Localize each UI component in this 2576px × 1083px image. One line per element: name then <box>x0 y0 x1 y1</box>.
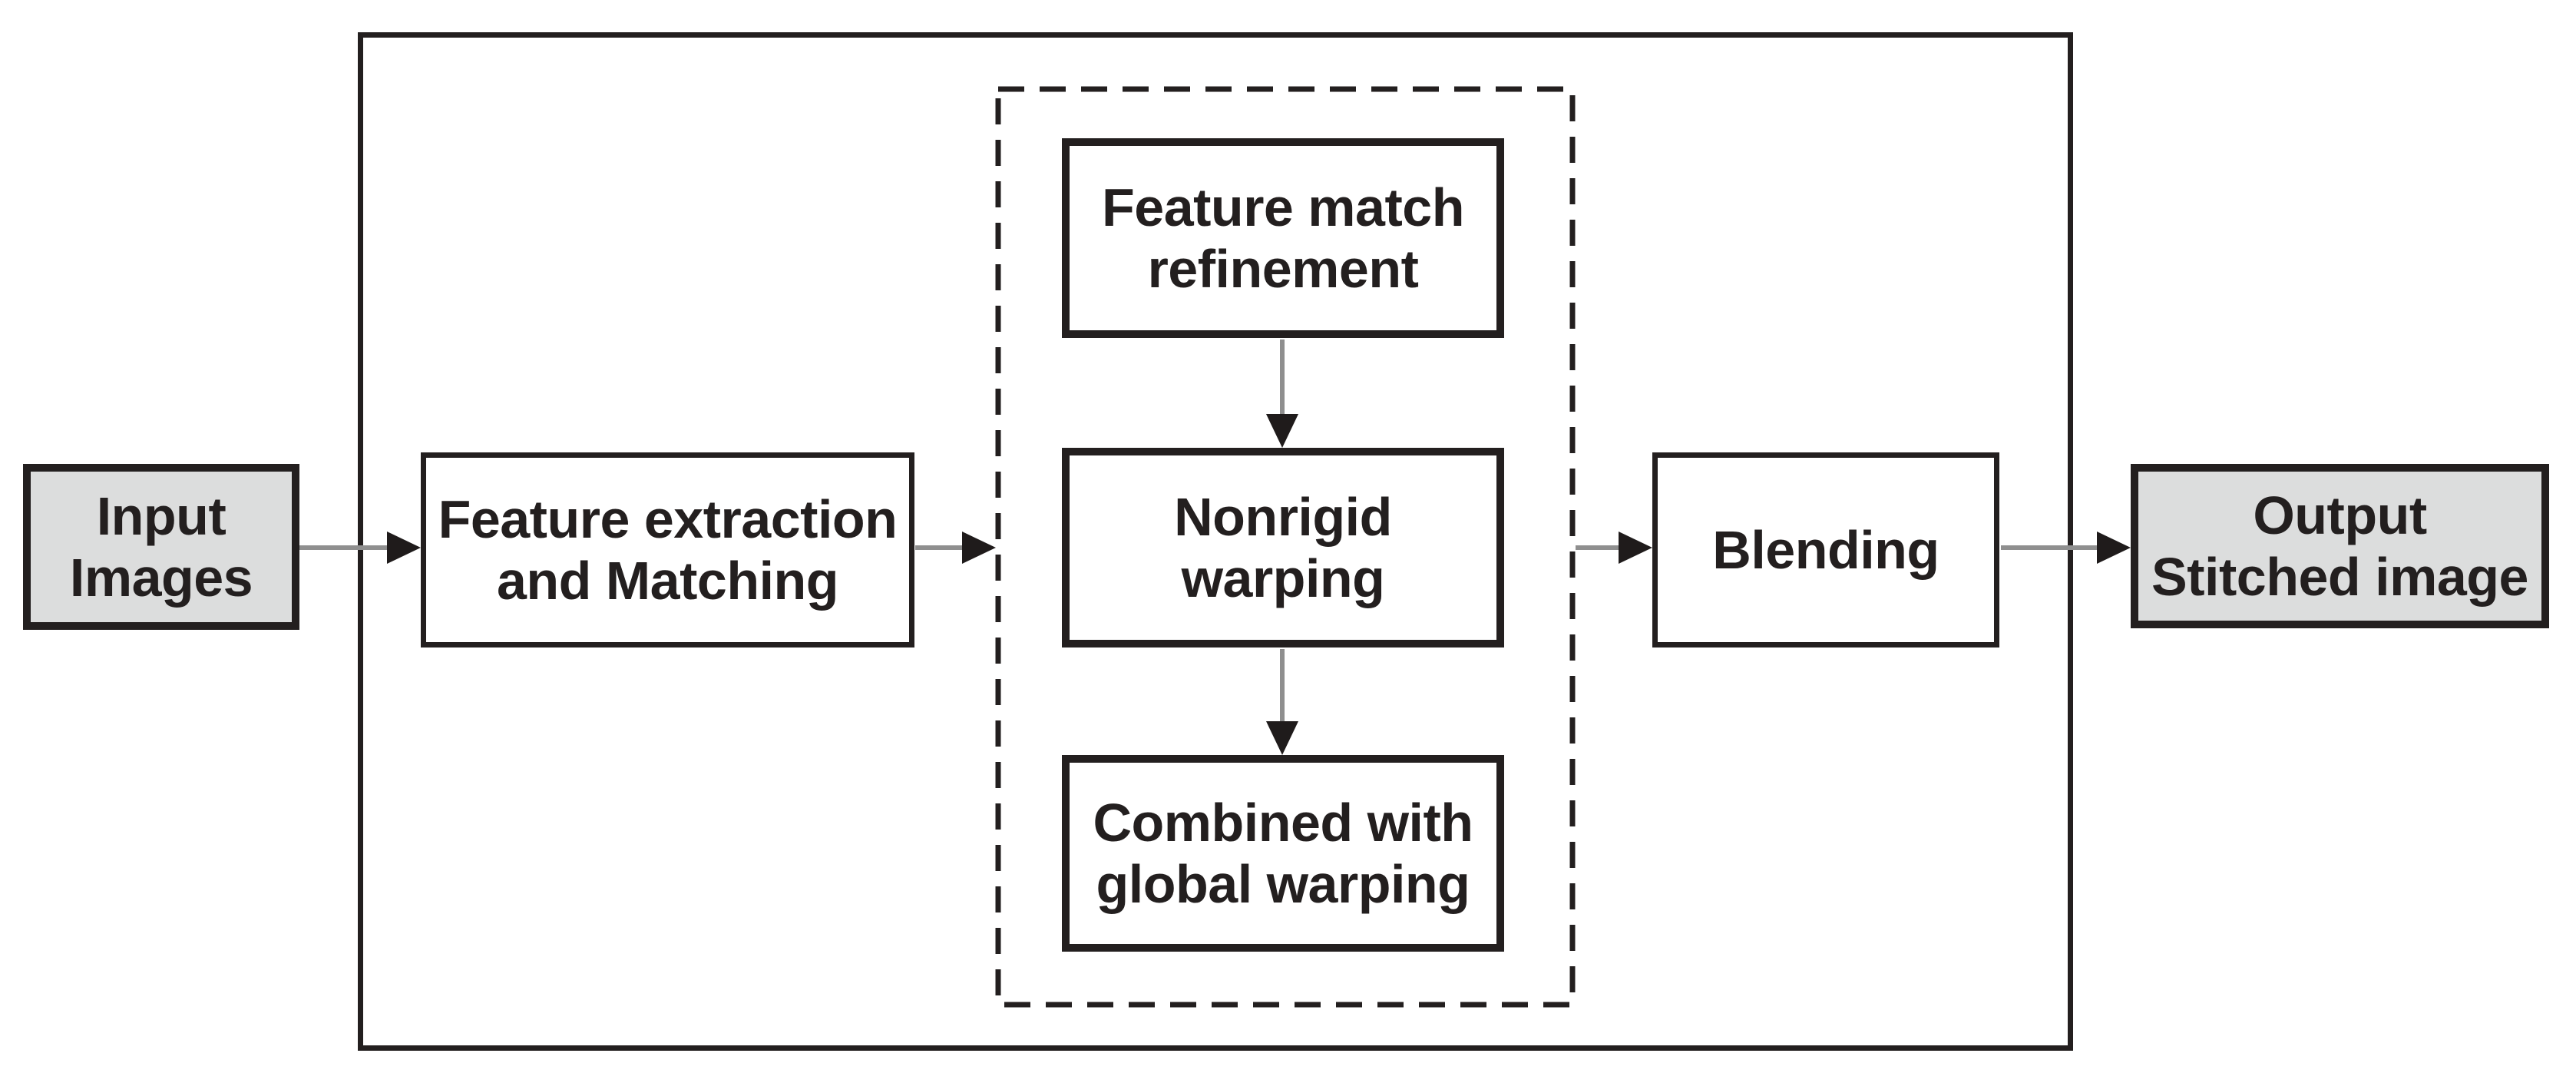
pipeline-container-box <box>358 32 2073 1051</box>
node-blending: Blending <box>1652 452 1999 647</box>
node-output-line2: Stitched image <box>2151 547 2528 607</box>
node-feature-extraction-line2: and Matching <box>496 551 839 611</box>
node-combined-global-warping-line1: Combined with <box>1093 793 1473 853</box>
node-input-images-line1: Input <box>96 486 227 546</box>
node-feature-match-refinement-line2: refinement <box>1147 239 1419 299</box>
node-nonrigid-warping-line2: warping <box>1181 548 1385 608</box>
node-input-images: Input Images <box>23 464 299 630</box>
node-blending-line1: Blending <box>1712 520 1939 580</box>
node-nonrigid-warping: Nonrigid warping <box>1062 448 1504 647</box>
node-nonrigid-warping-line1: Nonrigid <box>1174 487 1392 547</box>
node-combined-global-warping-line2: global warping <box>1096 854 1470 914</box>
node-output-line1: Output <box>2253 485 2427 545</box>
node-feature-extraction-line1: Feature extraction <box>438 489 898 549</box>
node-output-stitched-image: Output Stitched image <box>2131 464 2549 628</box>
node-feature-extraction-matching: Feature extraction and Matching <box>421 452 914 647</box>
node-feature-match-refinement-line1: Feature match <box>1102 177 1464 237</box>
node-combined-global-warping: Combined with global warping <box>1062 755 1504 952</box>
node-feature-match-refinement: Feature match refinement <box>1062 138 1504 338</box>
node-input-images-line2: Images <box>69 548 253 608</box>
